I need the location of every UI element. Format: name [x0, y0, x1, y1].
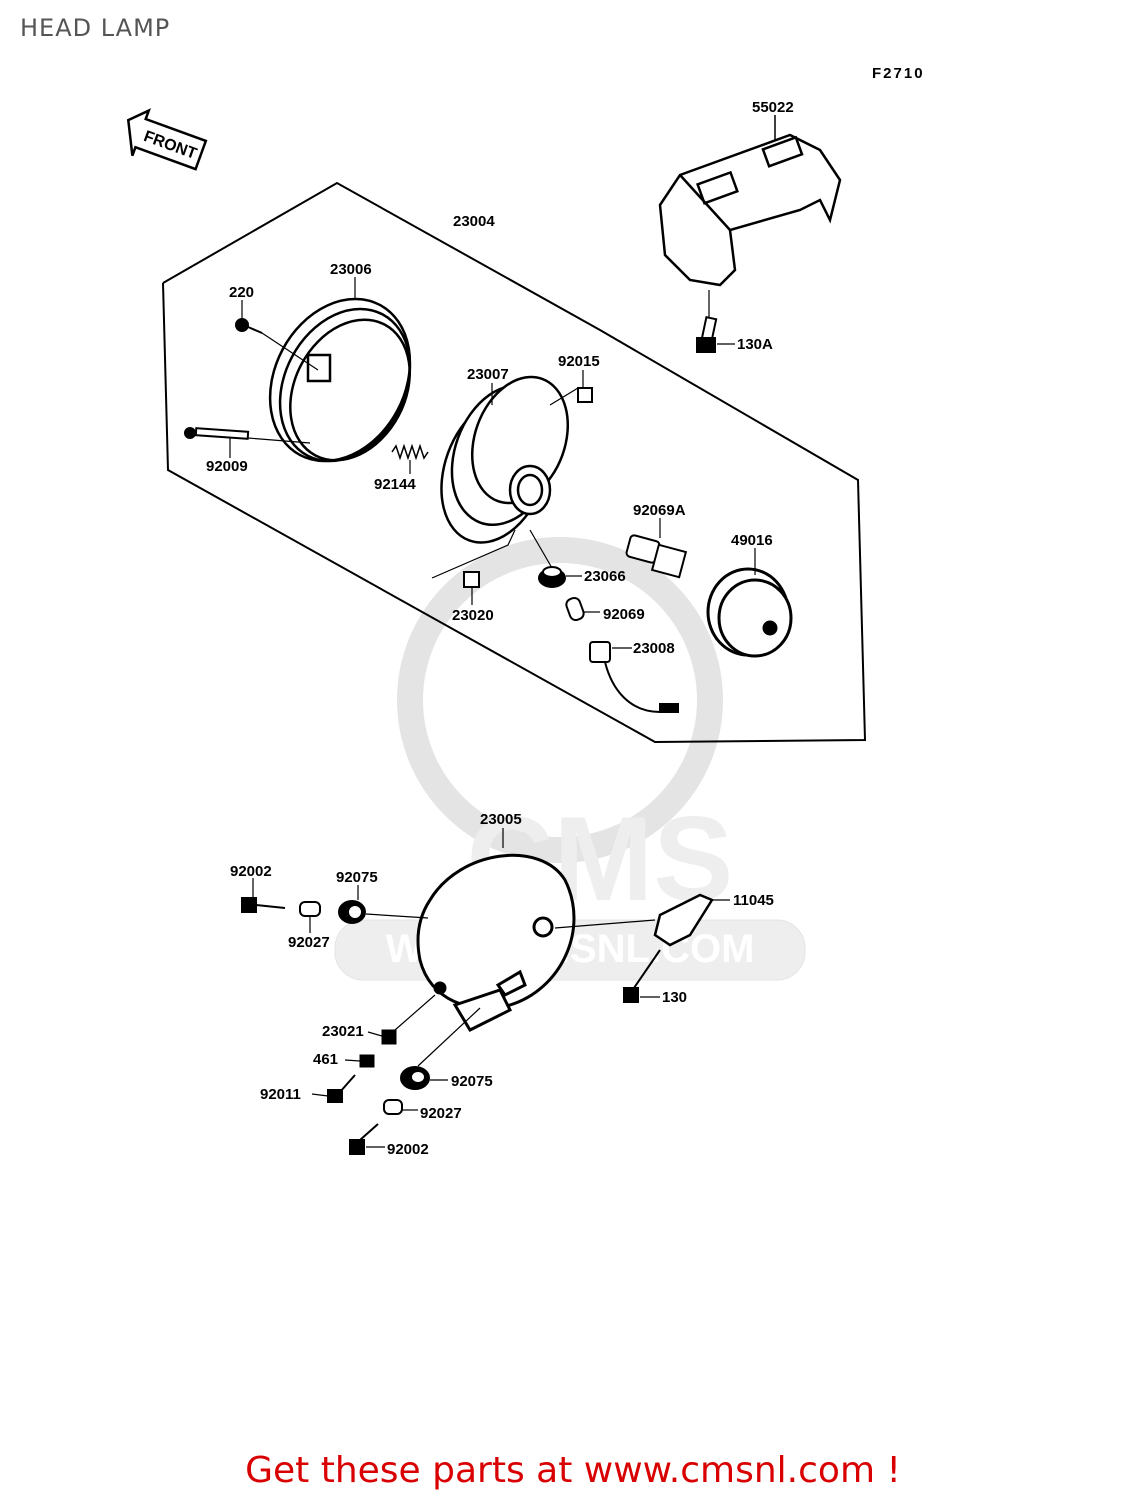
screw-220-icon	[235, 318, 263, 334]
part-label: 11045	[733, 892, 774, 909]
footer-link[interactable]: Get these parts at www.cmsnl.com !	[245, 1450, 901, 1491]
spring-461-icon	[359, 1054, 375, 1068]
figure-code: F2710	[872, 65, 925, 82]
part-label: 92144	[374, 476, 416, 493]
headlamp-housing-23005-icon	[416, 853, 576, 1032]
front-arrow-icon: FRONT	[126, 108, 208, 171]
spring-92144-icon	[391, 443, 429, 461]
part-label: 92027	[288, 934, 330, 951]
part-label: 92002	[230, 863, 272, 880]
bolt-130-icon	[623, 949, 661, 1003]
bulb-92069a-icon	[625, 534, 688, 579]
part-label: 55022	[752, 99, 794, 116]
part-label: 461	[313, 1051, 338, 1068]
bolt-130a-icon	[696, 316, 718, 353]
part-label: 92075	[451, 1073, 493, 1090]
part-label: 23021	[322, 1023, 364, 1040]
headlight-bracket-cover-icon	[658, 133, 842, 287]
part-label: 92075	[336, 869, 378, 886]
part-labels: 55022 130A 23004 23006 220 92015 23007 9…	[206, 99, 794, 1158]
nut-23021-icon	[381, 1029, 397, 1045]
page-title: HEAD LAMP	[20, 14, 171, 42]
assembly-outline	[162, 181, 867, 744]
part-label: 130A	[737, 336, 773, 353]
bulb-92069-icon	[565, 596, 585, 622]
part-label: 92011	[260, 1086, 301, 1103]
part-label: 23004	[453, 213, 495, 230]
grommet-92075-bottom-icon	[400, 1066, 430, 1090]
part-label: 92027	[420, 1105, 462, 1122]
part-label: 92002	[387, 1141, 429, 1158]
collar-92027-top-icon	[299, 901, 321, 917]
part-label: 23007	[467, 366, 509, 383]
part-label: 92069	[603, 606, 645, 623]
dust-cover-49016-icon	[706, 567, 793, 658]
collar-92027-bottom-icon	[383, 1099, 403, 1115]
lamp-unit-23007-icon	[440, 375, 570, 544]
screw-92002-top-icon	[241, 897, 286, 913]
part-label: 23008	[633, 640, 675, 657]
socket-23008-icon	[589, 641, 679, 713]
headlamp-rim-icon	[268, 297, 412, 463]
part-label: 130	[662, 989, 687, 1006]
part-label: 49016	[731, 532, 773, 549]
part-label: 23020	[452, 607, 494, 624]
holder-23020-icon	[463, 571, 480, 588]
part-label: 92069A	[633, 502, 686, 519]
part-label: 23005	[480, 811, 522, 828]
grommet-23066-icon	[538, 566, 566, 588]
part-label: 23006	[330, 261, 372, 278]
bracket-11045-icon	[653, 893, 714, 947]
screw-92002-bottom-icon	[349, 1123, 379, 1155]
part-label: 23066	[584, 568, 626, 585]
screw-92011-icon	[327, 1074, 356, 1103]
part-label: 92009	[206, 458, 248, 475]
screw-92009-icon	[184, 427, 250, 440]
grommet-92075-top-icon	[338, 900, 366, 924]
clip-92015-icon	[577, 387, 593, 403]
part-label: 92015	[558, 353, 600, 370]
part-label: 220	[229, 284, 254, 301]
